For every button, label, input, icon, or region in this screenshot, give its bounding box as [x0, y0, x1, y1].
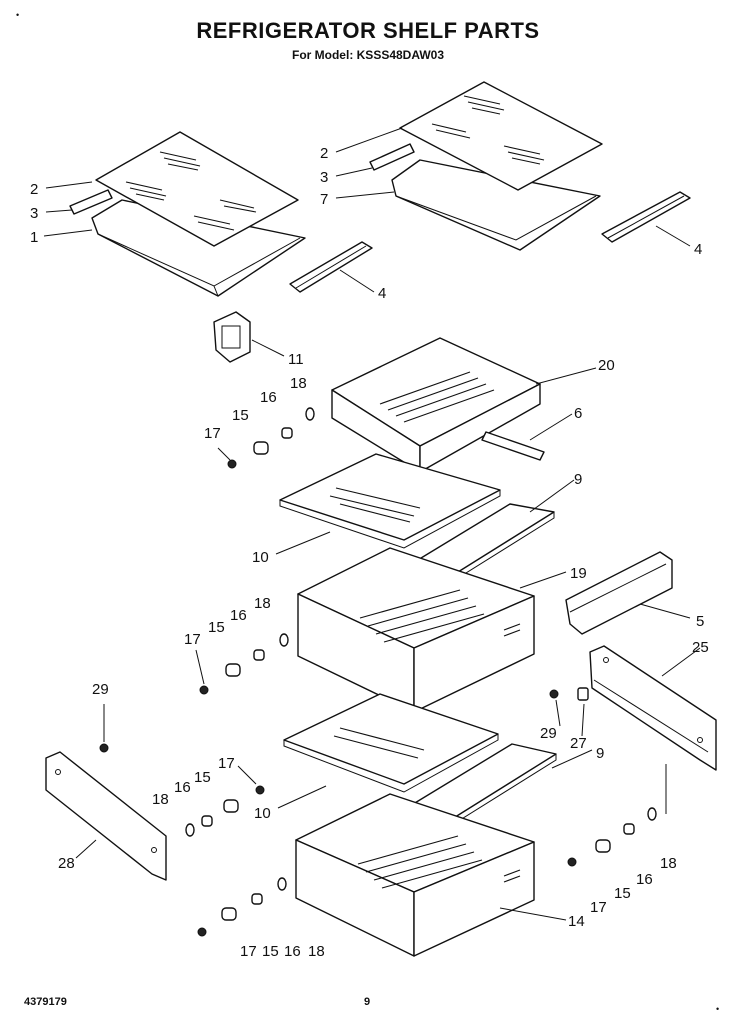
lower-pan [295, 793, 535, 957]
shelf-trim-left [69, 189, 113, 215]
slide-rail-6 [481, 431, 545, 461]
roller-hardware-bottom [197, 877, 287, 937]
callout: 17 [184, 631, 201, 648]
callout: 11 [288, 351, 304, 368]
screws-and-clip [99, 687, 589, 753]
glass-shelf-right [399, 81, 603, 191]
callout: 29 [92, 681, 109, 698]
callout: 3 [30, 205, 38, 222]
shelf-trim-right [369, 143, 415, 171]
callout: 4 [378, 285, 386, 302]
shelf-support-5 [565, 551, 673, 635]
callout: 15 [262, 943, 279, 960]
crisper-cover-lower [283, 693, 499, 793]
callout: 2 [320, 145, 328, 162]
roller-hardware-middle [199, 633, 289, 695]
callout: 20 [598, 357, 615, 374]
leader-lines [43, 127, 701, 921]
callout: 15 [232, 407, 249, 424]
callout: 18 [660, 855, 677, 872]
callout: 18 [254, 595, 271, 612]
callout: 10 [252, 549, 269, 566]
callout: 7 [320, 191, 328, 208]
corner-mark: • [716, 1004, 720, 1014]
document-number: 4379179 [24, 996, 67, 1008]
model-subtitle: For Model: KSSS48DAW03 [291, 48, 445, 62]
callout: 17 [204, 425, 221, 442]
callout: 28 [58, 855, 75, 872]
callout: 17 [590, 899, 607, 916]
shelf-rail-left [289, 241, 373, 293]
shelf-frame-right [391, 159, 601, 251]
crisper-cover-upper [279, 453, 501, 549]
diagram-title: REFRIGERATOR SHELF PARTS [196, 18, 540, 43]
callout: 4 [694, 241, 702, 258]
middle-pan [297, 547, 535, 713]
callout: 15 [208, 619, 225, 636]
callout: 18 [290, 375, 307, 392]
callout: 19 [570, 565, 587, 582]
cover-plate-left [45, 751, 167, 881]
callout: 2 [30, 181, 38, 198]
shelf-frame-left [91, 199, 306, 297]
callout: 17 [240, 943, 257, 960]
callout: 16 [636, 871, 653, 888]
callout: 16 [284, 943, 301, 960]
glass-shelf-left [95, 131, 299, 247]
callout: 6 [574, 405, 582, 422]
callout: 14 [568, 913, 585, 930]
callout: 10 [254, 805, 271, 822]
callout: 15 [614, 885, 631, 902]
callout: 3 [320, 169, 328, 186]
roller-hardware-right [567, 807, 657, 867]
shelf-rail-right [601, 191, 691, 243]
page-number: 9 [364, 996, 371, 1008]
roller-hardware-upper [227, 407, 315, 469]
callout: 1 [30, 229, 38, 246]
callout: 17 [218, 755, 235, 772]
callout: 29 [540, 725, 557, 742]
callout: 25 [692, 639, 709, 656]
callout: 5 [696, 613, 704, 630]
callout: 16 [230, 607, 247, 624]
callout: 18 [152, 791, 169, 808]
callout-numbers: 2 3 1 4 2 3 7 4 11 20 18 16 15 17 6 9 10… [30, 145, 709, 960]
callout: 16 [260, 389, 277, 406]
callout: 27 [570, 735, 587, 752]
callout: 16 [174, 779, 191, 796]
bracket-11 [213, 311, 251, 363]
callout: 15 [194, 769, 211, 786]
callout: 9 [596, 745, 604, 762]
roller-hardware-left [185, 785, 265, 837]
upper-pan [331, 337, 541, 473]
corner-mark: • [16, 10, 20, 20]
callout: 9 [574, 471, 582, 488]
cover-plate-right [589, 645, 717, 771]
callout: 18 [308, 943, 325, 960]
